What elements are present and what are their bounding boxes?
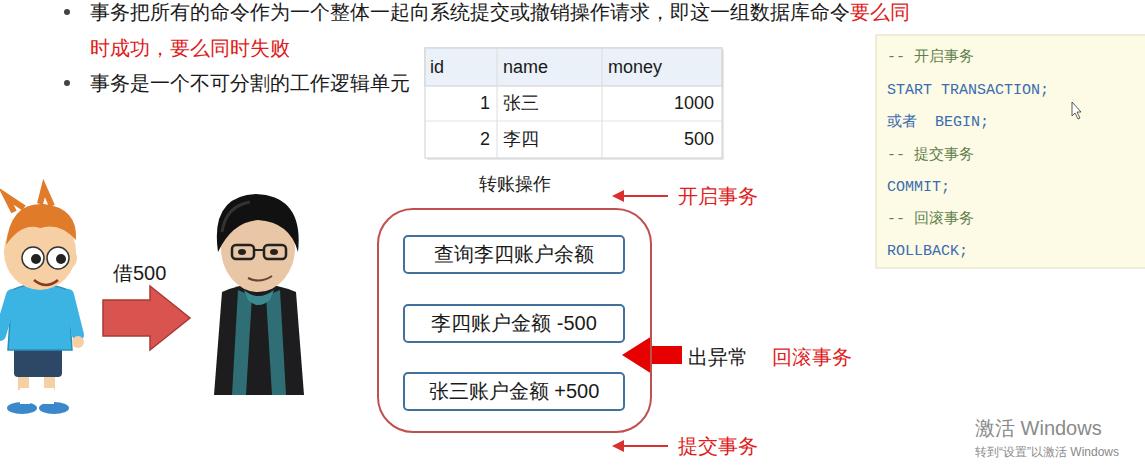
table-cell: 李四	[503, 128, 539, 151]
code-comment: -- 回滚事务	[887, 210, 974, 230]
table-cell: 500	[684, 128, 714, 151]
boy-figure	[0, 188, 84, 414]
bullet-text: 事务把所有的命令作为一个整体一起向系统提交或撤销操作请求，即这一组数据库命令	[90, 1, 850, 23]
code-comment: -- 开启事务	[887, 48, 974, 68]
exception-label: 出异常	[688, 344, 748, 370]
step-box: 张三账户金额 +500	[403, 372, 625, 411]
code-comment: -- 提交事务	[887, 146, 974, 166]
bullet-dot	[64, 9, 70, 15]
bullet-paragraph: 事务把所有的命令作为一个整体一起向系统提交或撤销操作请求，即这一组数据库命令要么…	[90, 0, 920, 66]
lend-arrow	[103, 286, 190, 350]
lend-label: 借500	[113, 260, 166, 286]
commit-label: 提交事务	[678, 433, 758, 459]
man-figure	[214, 194, 304, 395]
bullet-dot	[64, 80, 70, 86]
table-cell: 1	[480, 92, 490, 115]
code-line: 或者 BEGIN;	[887, 113, 989, 133]
table-header: money	[608, 56, 662, 79]
begin-label: 开启事务	[678, 183, 758, 209]
code-line: START TRANSACTION;	[887, 81, 1049, 101]
table-header: id	[430, 56, 444, 79]
step-text: 李四账户金额 -500	[431, 310, 597, 337]
step-text: 张三账户金额 +500	[429, 378, 600, 405]
rollback-label: 回滚事务	[772, 344, 852, 370]
step-box: 李四账户金额 -500	[403, 304, 625, 343]
code-panel	[876, 35, 1145, 268]
watermark: 激活 Windows	[975, 415, 1102, 441]
transaction-frame: 转账操作查询李四账户余额李四账户金额 -500张三账户金额 +500	[377, 208, 652, 433]
code-line: ROLLBACK;	[887, 242, 968, 262]
step-text: 查询李四账户余额	[434, 241, 594, 268]
bullet-text: 事务是一个不可分割的工作逻辑单元	[90, 70, 410, 96]
table-cell: 张三	[503, 92, 539, 115]
exception-arrow	[622, 336, 682, 374]
table-header: name	[503, 56, 548, 79]
watermark: 转到“设置”以激活 Windows	[975, 444, 1119, 460]
data-table	[425, 48, 724, 160]
code-line: COMMIT;	[887, 178, 950, 198]
step-box: 查询李四账户余额	[403, 235, 625, 274]
mouse-cursor	[1072, 102, 1081, 119]
table-cell: 1000	[674, 92, 714, 115]
frame-heading: 转账操作	[379, 172, 650, 196]
table-cell: 2	[480, 128, 490, 151]
